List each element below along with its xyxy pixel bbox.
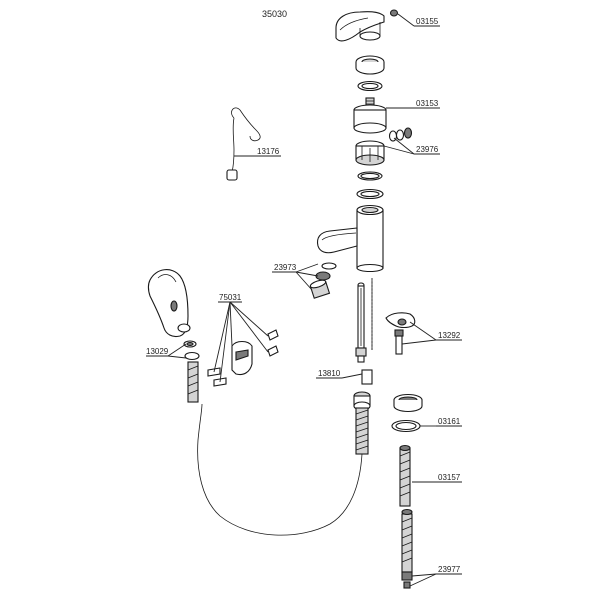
label-03157: 03157 [438,473,461,482]
label-13176: 13176 [257,147,280,156]
cartridge-base-part [355,140,385,166]
supply-hoses-part [399,444,413,589]
braided-hose-center-part [197,403,369,536]
faucet-body-part [316,204,384,273]
lever-handle-part [335,9,399,42]
label-23977: 23977 [438,565,461,574]
part-labels: 03155 03153 23976 13176 23973 75031 1329… [146,17,461,574]
diagram-title: 35030 [262,9,287,19]
label-23973: 23973 [274,263,297,272]
fixing-nut-part [391,393,423,433]
lift-rod-part [355,278,373,363]
label-13292: 13292 [438,331,461,340]
o-ring-stack-part [356,171,384,200]
aerator-part [309,262,337,299]
wall-bracket-part [207,329,279,387]
label-75031: 75031 [219,293,242,302]
label-13810: 13810 [318,369,341,378]
side-o-rings-part [388,127,413,142]
label-03155: 03155 [416,17,439,26]
cartridge-part [353,97,387,134]
label-23976: 23976 [416,145,439,154]
connector-part [353,369,373,411]
label-03153: 03153 [416,99,439,108]
label-13029: 13029 [146,347,169,356]
cap-ring-part [355,55,385,75]
pull-chain-part [226,107,261,181]
hand-shower-part [147,269,200,403]
leader-lines [146,13,462,587]
pop-up-bracket-part [385,312,416,355]
label-03161: 03161 [438,417,461,426]
small-o-ring-part [357,80,383,92]
